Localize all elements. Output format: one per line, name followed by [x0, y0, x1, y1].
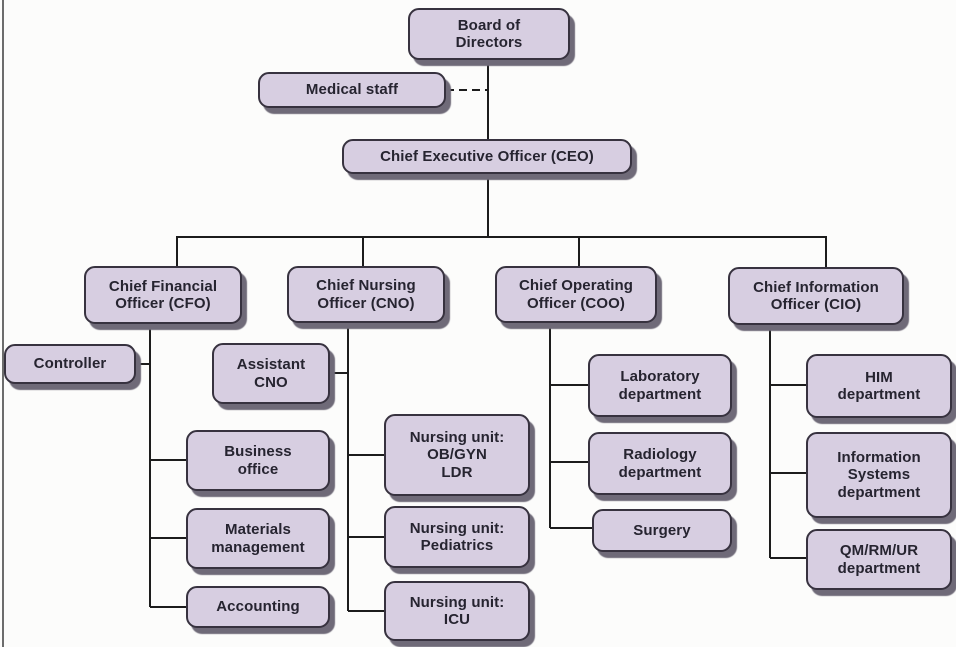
node-qm-rm-ur-department: QM/RM/UR department — [806, 529, 952, 590]
node-nursing-pediatrics: Nursing unit: Pediatrics — [384, 506, 530, 568]
node-nursing-obgyn-ldr: Nursing unit: OB/GYN LDR — [384, 414, 530, 496]
node-medical-staff: Medical staff — [258, 72, 446, 108]
node-nursing-icu-label: Nursing unit: ICU — [409, 593, 505, 628]
rail-chiefs — [176, 236, 827, 267]
node-assistant-cno: Assistant CNO — [212, 343, 330, 404]
node-accounting-label: Accounting — [216, 598, 300, 616]
node-cfo-label: Chief Financial Officer (CFO) — [108, 277, 218, 312]
node-materials-management-label: Materials management — [211, 521, 305, 556]
node-ceo-label: Chief Executive Officer (CEO) — [380, 147, 594, 165]
node-qm-rm-ur-department-label: QM/RM/UR department — [837, 542, 921, 577]
node-cno: Chief Nursing Officer (CNO) — [287, 266, 445, 323]
node-radiology-department-label: Radiology department — [618, 446, 702, 481]
node-information-systems-department: Information Systems department — [806, 432, 952, 518]
node-controller-label: Controller — [33, 355, 107, 373]
node-board-of-directors: Board of Directors — [408, 8, 570, 60]
node-controller: Controller — [4, 344, 136, 384]
node-cno-label: Chief Nursing Officer (CNO) — [316, 277, 416, 312]
node-board-of-directors-label: Board of Directors — [455, 16, 523, 51]
node-assistant-cno-label: Assistant CNO — [236, 356, 306, 391]
node-coo-label: Chief Operating Officer (COO) — [518, 277, 633, 312]
node-accounting: Accounting — [186, 586, 330, 628]
node-cio-label: Chief Information Officer (CIO) — [753, 278, 879, 313]
node-nursing-icu: Nursing unit: ICU — [384, 581, 530, 641]
node-nursing-pediatrics-label: Nursing unit: Pediatrics — [409, 519, 505, 554]
node-laboratory-department-label: Laboratory department — [618, 368, 702, 403]
node-him-department-label: HIM department — [837, 368, 921, 403]
node-coo: Chief Operating Officer (COO) — [495, 266, 657, 323]
node-surgery: Surgery — [592, 509, 732, 552]
node-information-systems-department-label: Information Systems department — [837, 448, 921, 501]
node-cfo: Chief Financial Officer (CFO) — [84, 266, 242, 324]
node-radiology-department: Radiology department — [588, 432, 732, 495]
node-nursing-obgyn-ldr-label: Nursing unit: OB/GYN LDR — [409, 428, 505, 481]
node-business-office: Business office — [186, 430, 330, 491]
node-ceo: Chief Executive Officer (CEO) — [342, 139, 632, 174]
figure-left-edge-line — [2, 0, 4, 647]
node-laboratory-department: Laboratory department — [588, 354, 732, 417]
node-him-department: HIM department — [806, 354, 952, 418]
node-medical-staff-label: Medical staff — [305, 81, 399, 99]
node-surgery-label: Surgery — [633, 521, 691, 539]
node-business-office-label: Business office — [224, 443, 292, 478]
node-cio: Chief Information Officer (CIO) — [728, 267, 904, 325]
node-materials-management: Materials management — [186, 508, 330, 569]
